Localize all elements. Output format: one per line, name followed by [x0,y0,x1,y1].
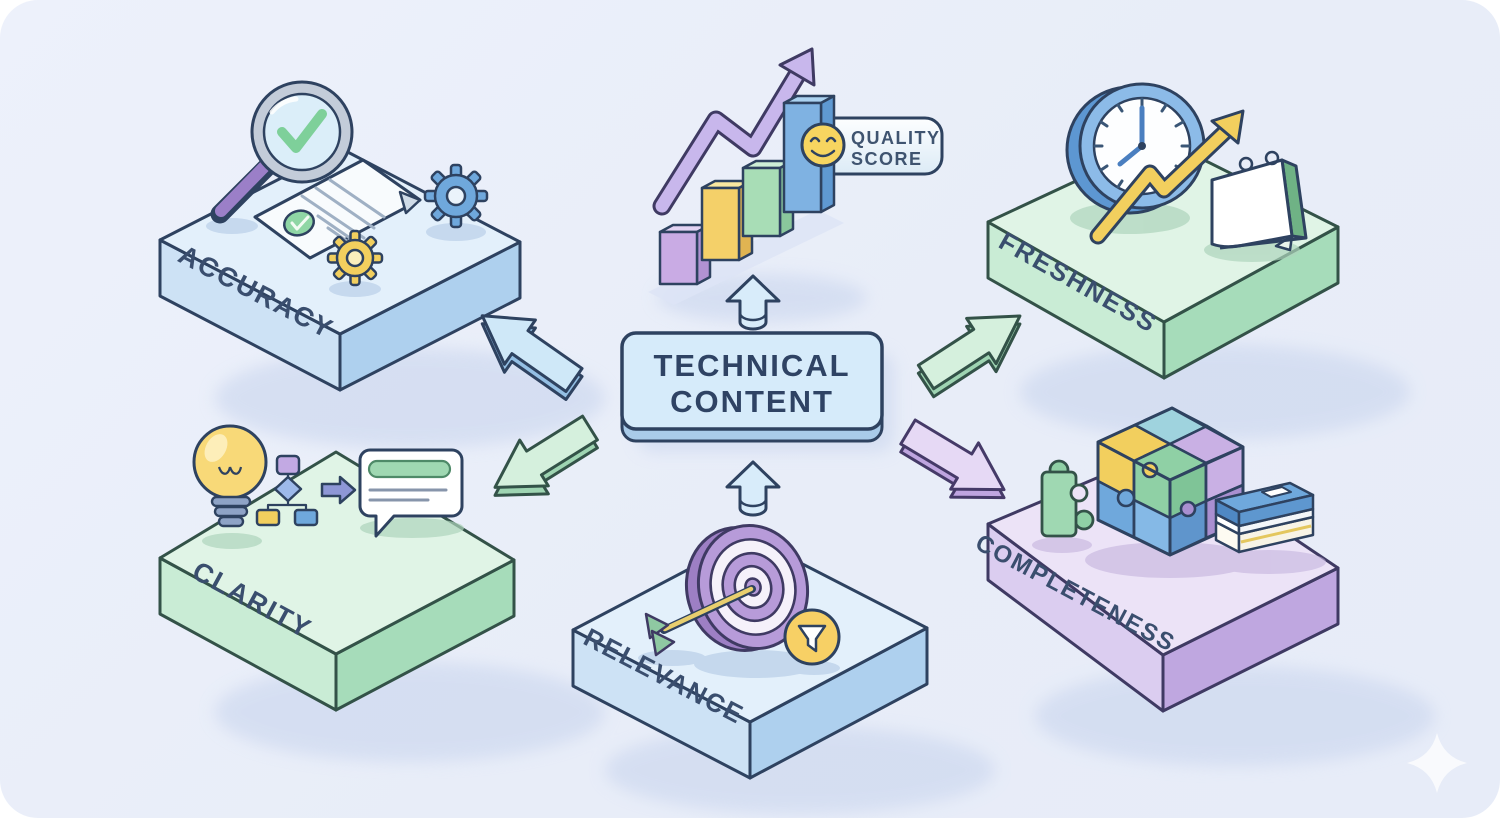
platform-freshness: FRESHNESS [986,82,1340,380]
target-dart-icon [644,524,810,657]
bar-chart-icon [658,94,836,286]
document-check-icon [253,158,422,260]
trend-arrow-icon [1089,109,1245,245]
sparkle-icon [1407,733,1467,793]
quality-score-chart: QUALITY SCORE [648,47,944,305]
speech-bubble-icon [358,448,464,538]
platform-completeness: COMPLETENESS [971,406,1340,713]
up-arrow-icon [725,274,781,331]
funnel-icon [783,608,841,666]
arrow-to-accuracy [480,314,584,393]
center-title-line1: TECHNICAL [653,348,850,383]
gear-icon [423,163,489,229]
quality-score-badge: QUALITY SCORE [810,116,944,176]
puzzle-cube-icon [1096,406,1245,557]
flow-arrow-icon [320,475,357,505]
arrow-to-freshness [916,314,1022,391]
arrow-to-clarity [493,414,599,489]
smiley-icon [800,122,846,168]
books-icon [1214,481,1315,554]
badge-line1: QUALITY [851,128,941,148]
up-arrow-icon [725,460,781,517]
badge-line2: SCORE [851,149,923,169]
item-shadows [206,218,486,297]
platform-clarity: CLARITY [158,424,516,712]
center-block: TECHNICAL CONTENT [620,274,884,517]
arrow-to-completeness [899,418,1006,492]
center-title-line2: CONTENT [670,384,834,419]
connector-arrows [480,314,1022,500]
magnifier-check-icon [210,80,354,224]
puzzle-piece-icon [1040,459,1095,538]
platform-accuracy: ACCURACY [158,80,522,392]
trend-arrow-icon [652,47,816,216]
flowchart-icon [255,454,319,527]
gear-icon [326,229,384,287]
calendar-icon [1210,150,1308,252]
lightbulb-icon [192,424,268,528]
